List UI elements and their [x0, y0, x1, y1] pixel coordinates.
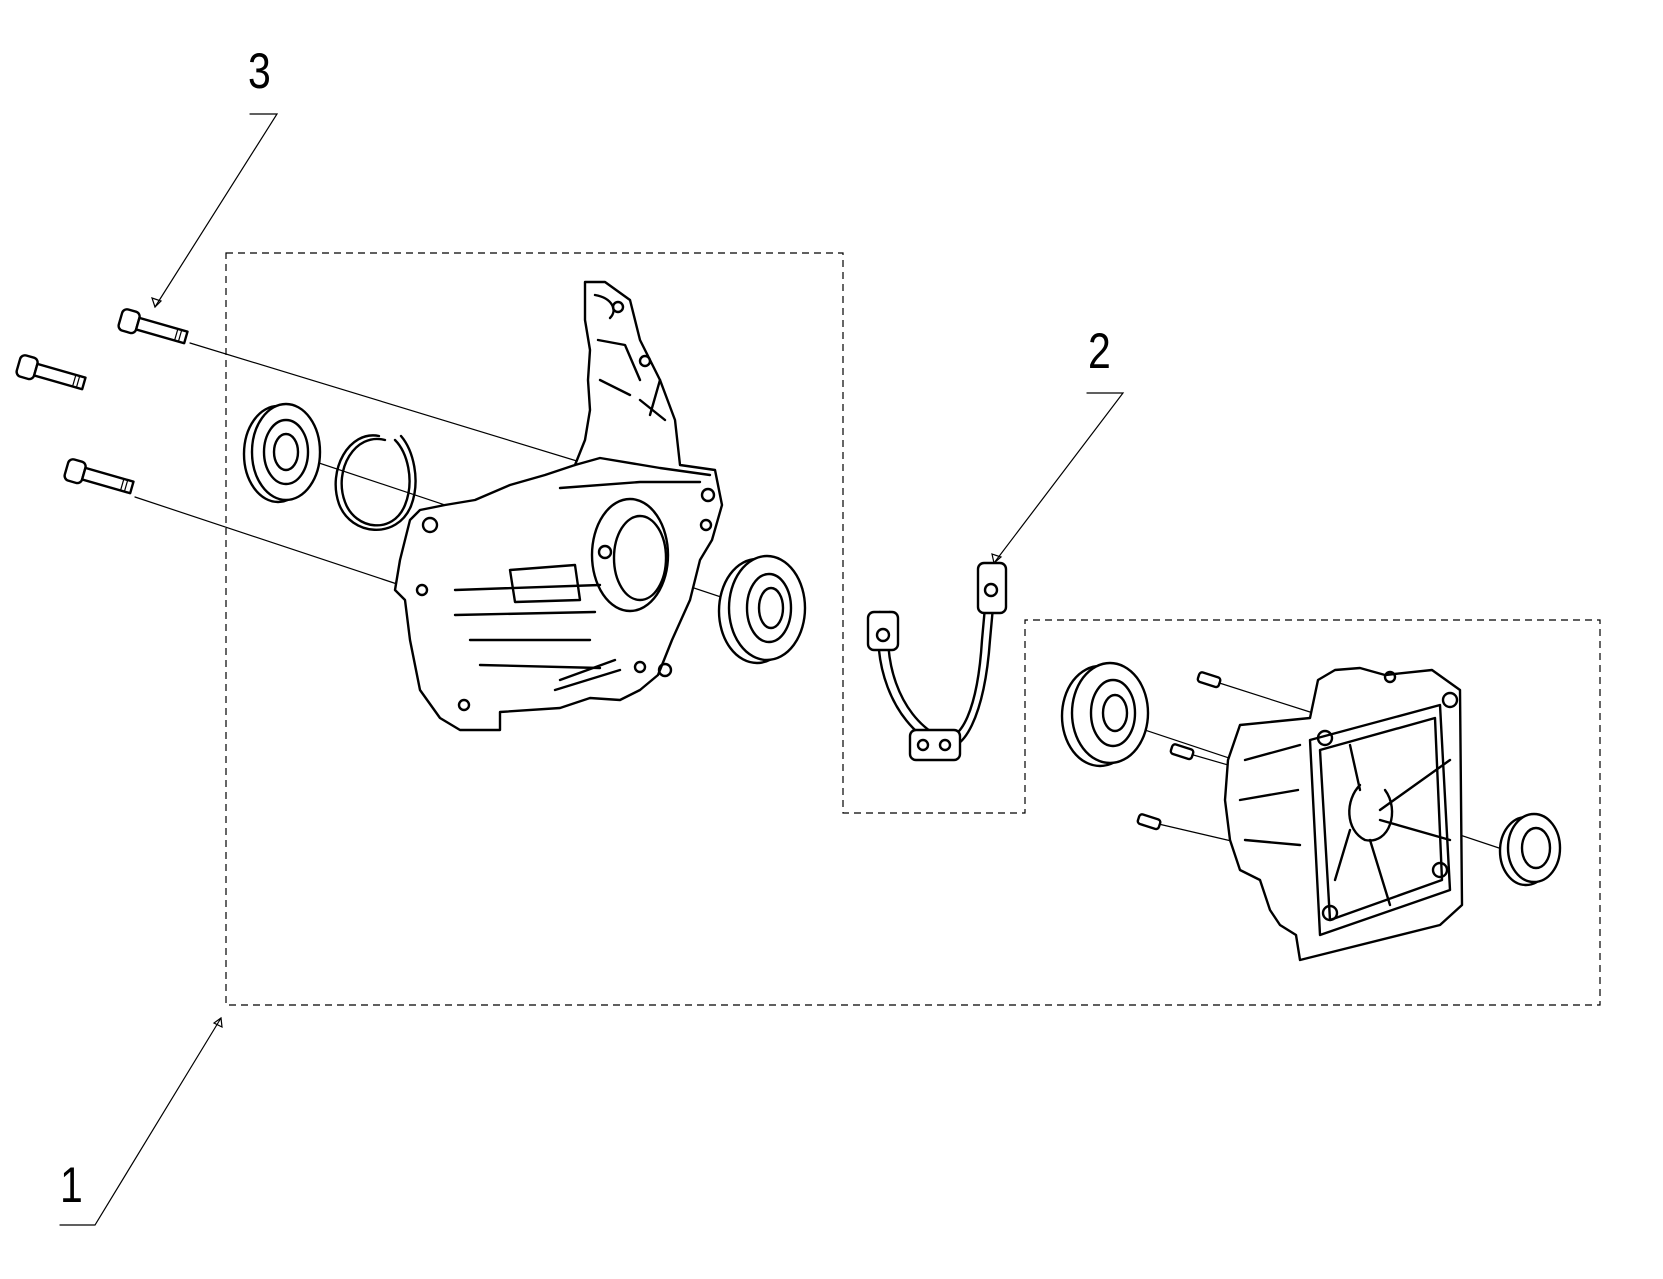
assembly-boundary: [225, 252, 1601, 1006]
callout-label-1: 1: [60, 1157, 83, 1213]
crankcase-half-icon: [1223, 666, 1464, 962]
dowel-pin-icon: [1196, 671, 1222, 689]
callout-leaders: [59, 113, 1125, 1226]
ball-bearing-icon: [242, 402, 322, 504]
screw-icon: [63, 458, 135, 495]
crankcase-half-icon: [393, 280, 724, 732]
circlip-icon: [334, 434, 417, 531]
callout-label-2: 2: [1088, 323, 1111, 379]
screw-icon: [15, 354, 87, 391]
screw-icon: [117, 308, 189, 345]
oil-seal-icon: [1498, 812, 1562, 887]
dowel-pin-icon: [1136, 813, 1162, 831]
gasket-icon: [866, 561, 1008, 762]
callout-label-3: 3: [248, 43, 271, 99]
ball-bearing-icon: [1060, 661, 1150, 768]
ball-bearing-icon: [717, 554, 807, 665]
dowel-pin-icon: [1169, 743, 1195, 761]
